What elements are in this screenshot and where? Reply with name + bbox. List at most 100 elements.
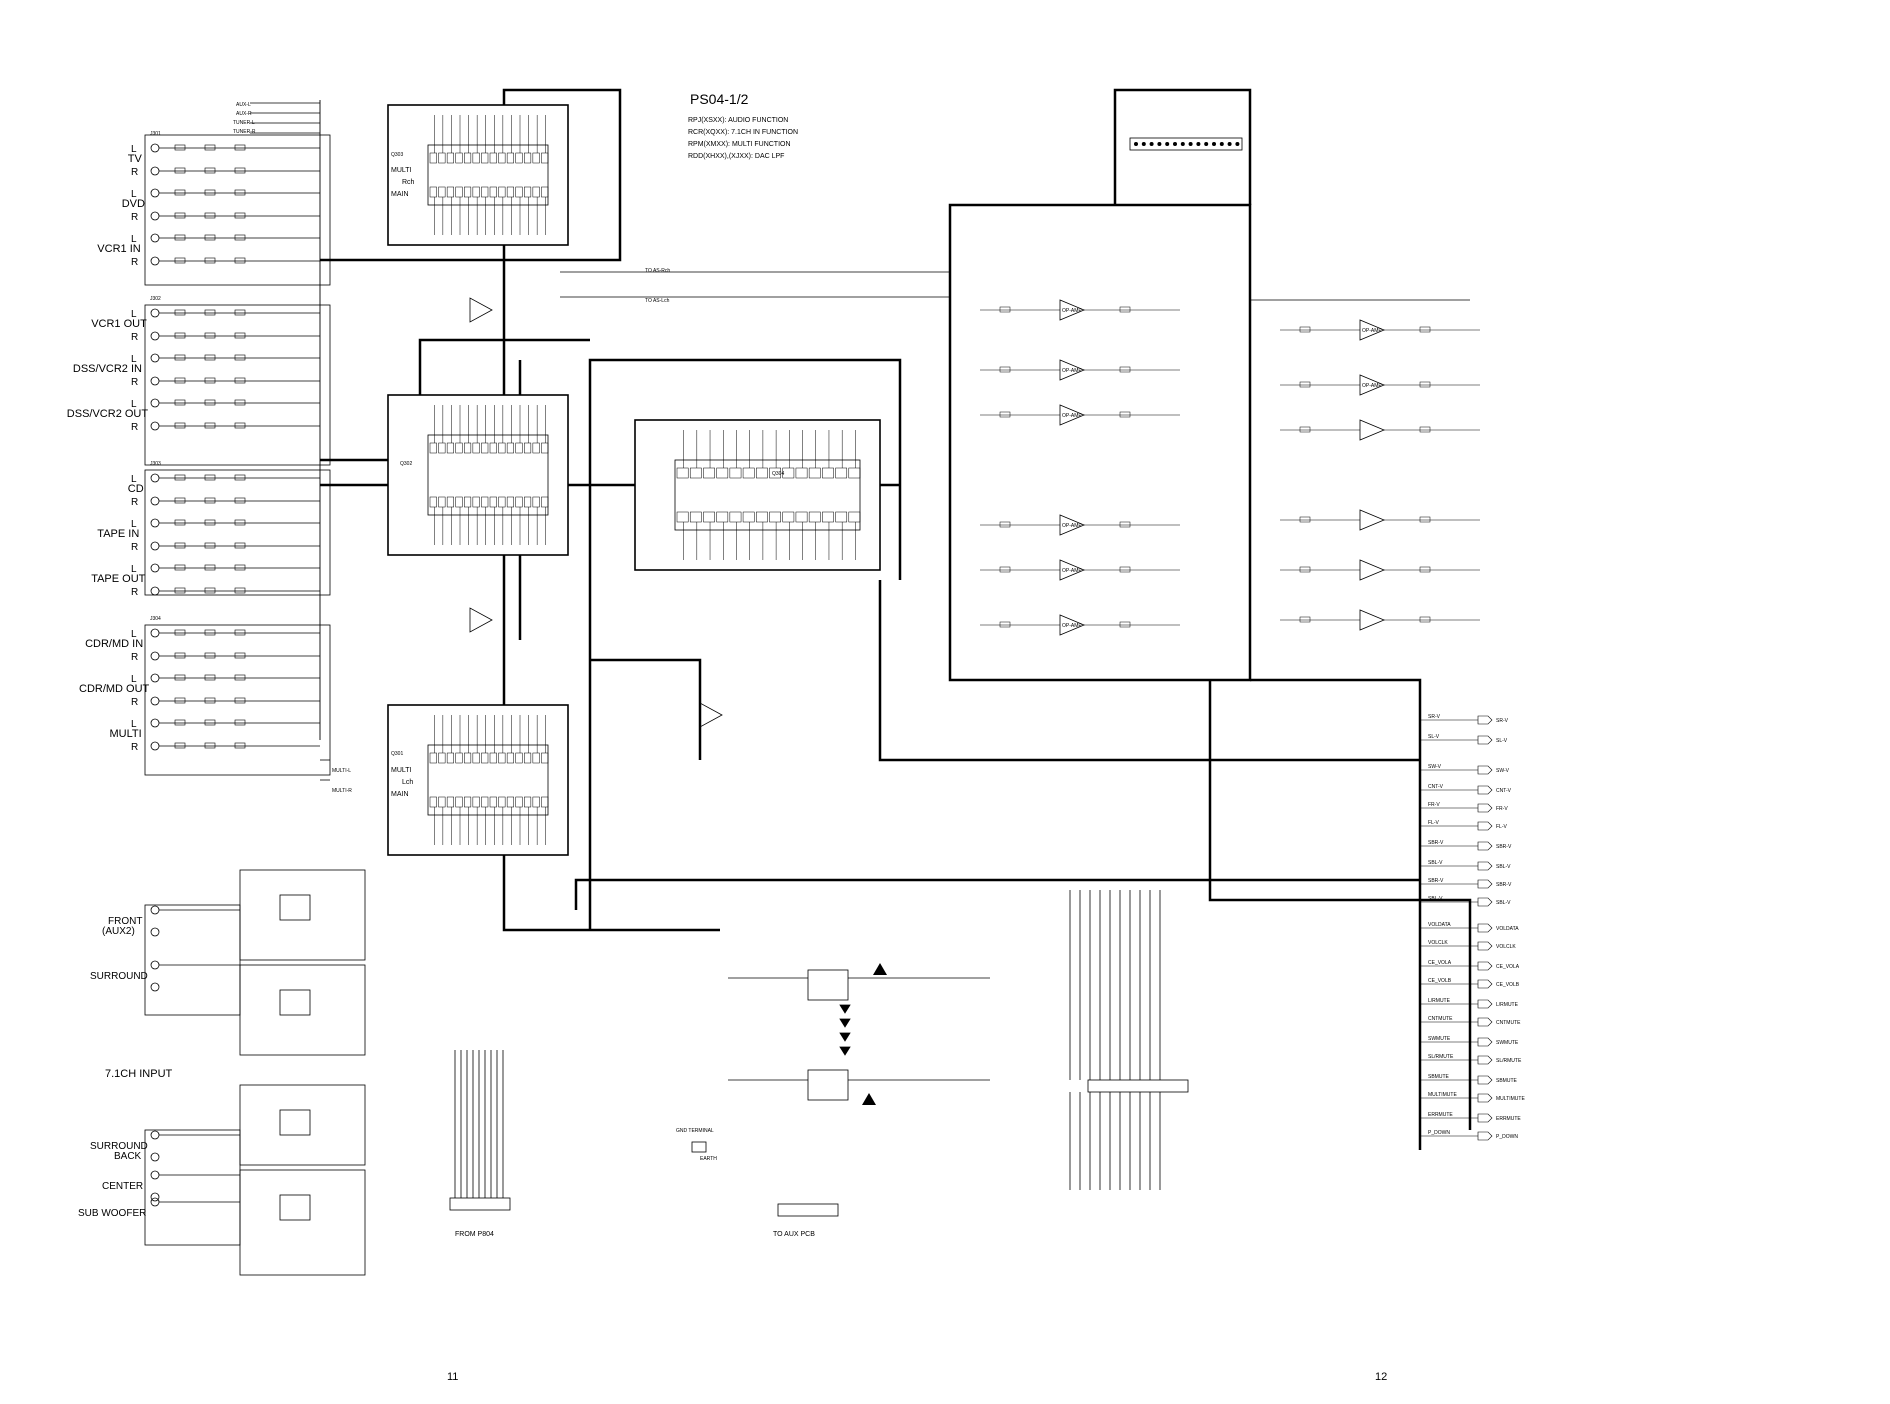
input-jack-label: CDR/MD IN <box>85 638 143 650</box>
channel-l-label: L <box>131 474 137 485</box>
output-label: FL-V <box>1428 820 1440 826</box>
output-label: SL/RMUTE <box>1496 1058 1522 1064</box>
page-number-left: 11 <box>447 1371 458 1383</box>
jack-ref: J301 <box>150 131 161 137</box>
output-label: ERRMUTE <box>1496 1116 1521 1122</box>
jack-ref: J303 <box>150 461 161 467</box>
opamp-label: OP-AMP <box>1062 568 1082 574</box>
output-label: SBL-V <box>1428 896 1443 902</box>
opamp-label: OP-AMP <box>1062 623 1082 629</box>
connector-arrow-icon <box>1477 1131 1493 1141</box>
rca-jack-icon <box>150 1152 160 1162</box>
output-label: SBR-V <box>1428 878 1444 884</box>
connector-arrow-icon <box>1477 961 1493 971</box>
thin-wires <box>250 102 1490 781</box>
lpf-stage <box>1280 559 1480 581</box>
page-number-right: 12 <box>1375 1371 1387 1383</box>
output-label: P_DOWN <box>1428 1130 1450 1136</box>
connector-arrow-icon <box>1477 1113 1493 1123</box>
input-jack-label: DSS/VCR2 IN <box>73 363 142 375</box>
connector-arrow-icon <box>1477 897 1493 907</box>
lpf-stage: OP-AMP <box>980 404 1180 426</box>
lpf-stage <box>1280 609 1480 631</box>
lpf-stage: OP-AMP <box>980 359 1180 381</box>
channel-l-label: L <box>131 564 137 575</box>
channel-l-label: L <box>131 354 137 365</box>
ic-q302-label: Q302 <box>400 461 412 467</box>
channel-l-label: L <box>131 719 137 730</box>
connector-arrow-icon <box>1477 1037 1493 1047</box>
channel-l-label: L <box>131 519 137 530</box>
connector-arrow-icon <box>1477 879 1493 889</box>
rca-jack-icon <box>150 741 160 751</box>
output-label: SR-V <box>1496 718 1509 724</box>
rca-jack-icon <box>150 308 160 318</box>
rca-jack-icon <box>150 473 160 483</box>
ch71-input-label: SURROUND <box>90 1141 148 1152</box>
rca-jack-icon <box>150 718 160 728</box>
connector-arrow-icon <box>1477 923 1493 933</box>
channel-l-label: L <box>131 674 137 685</box>
right-output-connectors: SR-VSR-VSL-VSL-VSW-VSW-VCNT-VCNT-VFR-VFR… <box>1420 714 1525 1141</box>
output-connector: FL-VFL-V <box>1420 820 1508 831</box>
rca-jack-icon <box>150 586 160 596</box>
output-label: VOLCLK <box>1496 944 1516 950</box>
opamp-icon <box>469 607 493 633</box>
output-label: SWMUTE <box>1496 1040 1519 1046</box>
opamp-label: OP-AMP <box>1362 383 1382 389</box>
output-label: MULTIMUTE <box>1496 1096 1525 1102</box>
connector-arrow-icon <box>1477 821 1493 831</box>
lpf-stage <box>1280 509 1480 531</box>
ic-lch-line1: MULTI <box>391 767 412 774</box>
rca-jack-icon <box>150 628 160 638</box>
output-label: L/RMUTE <box>1428 998 1451 1004</box>
rca-jack-icon <box>150 927 160 937</box>
ic-chip <box>387 394 569 556</box>
ch71-input-label: FRONT <box>108 916 142 927</box>
input-jack-label: DVD <box>122 198 145 210</box>
connector-arrow-icon <box>1477 1017 1493 1027</box>
channel-r-label: R <box>131 697 138 708</box>
output-label: SBR-V <box>1496 844 1512 850</box>
output-label: SBMUTE <box>1496 1078 1518 1084</box>
connector-arrow-icon <box>1477 785 1493 795</box>
from-p804-label: FROM P804 <box>455 1231 494 1238</box>
opamp-label: OP-AMP <box>1062 308 1082 314</box>
rca-jack-icon <box>150 541 160 551</box>
bus-tuner-l: TUNER-L <box>233 120 255 126</box>
rca-jack-icon <box>150 651 160 661</box>
rca-jack-icon <box>150 982 160 992</box>
bus-to-as-lch: TO AS-Lch <box>645 298 670 304</box>
input-jack-label: CDR/MD OUT <box>79 683 150 695</box>
bus-multi-l: MULTI-L <box>332 768 351 774</box>
output-connector: SW-VSW-V <box>1420 764 1510 775</box>
channel-r-label: R <box>131 742 138 753</box>
output-label: SL-V <box>1428 734 1440 740</box>
output-connector: SR-VSR-V <box>1420 714 1509 725</box>
output-label: CNT-V <box>1428 784 1444 790</box>
channel-r-label: R <box>131 332 138 343</box>
bus-tuner-r: TUNER-R <box>233 129 256 135</box>
lpf-stage: OP-AMP <box>1280 319 1480 341</box>
output-label: SBL-V <box>1428 860 1443 866</box>
output-label: SBL-V <box>1496 864 1511 870</box>
rca-jack-icon <box>150 421 160 431</box>
channel-r-label: R <box>131 212 138 223</box>
earth-label: EARTH <box>700 1156 717 1162</box>
rca-jack-icon <box>150 1197 160 1207</box>
rca-jack-icon <box>150 398 160 408</box>
gnd-terminal-label: GND TERMINAL <box>676 1128 714 1134</box>
rca-jack-icon <box>150 331 160 341</box>
